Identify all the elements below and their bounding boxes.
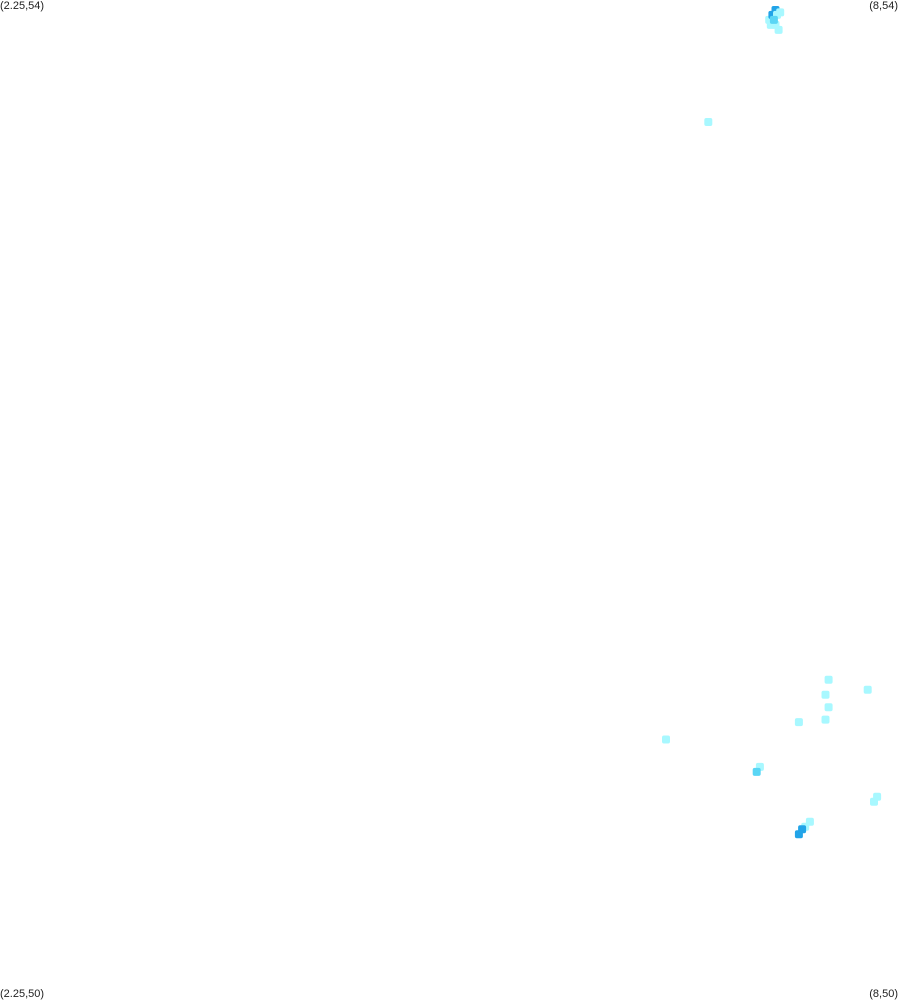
heat-cell bbox=[870, 797, 878, 806]
heat-cell bbox=[821, 690, 830, 699]
corner-label-bottom-left: (2.25,50) bbox=[0, 988, 45, 1000]
corner-label-top-left: (2.25,54) bbox=[0, 0, 45, 12]
heat-cell bbox=[752, 767, 761, 776]
heat-cell bbox=[662, 735, 670, 744]
heat-cell bbox=[776, 8, 785, 17]
heat-cell bbox=[821, 715, 830, 724]
heat-cell bbox=[769, 15, 778, 24]
heat-cell bbox=[794, 830, 803, 839]
heat-cell bbox=[824, 675, 833, 684]
heat-cell bbox=[794, 718, 803, 727]
heat-cell bbox=[704, 118, 713, 126]
corner-label-top-right: (8,54) bbox=[869, 0, 898, 12]
corner-label-bottom-right: (8,50) bbox=[869, 988, 898, 1000]
heat-cell bbox=[863, 685, 872, 694]
heat-cell bbox=[774, 25, 783, 34]
heat-cell bbox=[824, 703, 833, 712]
